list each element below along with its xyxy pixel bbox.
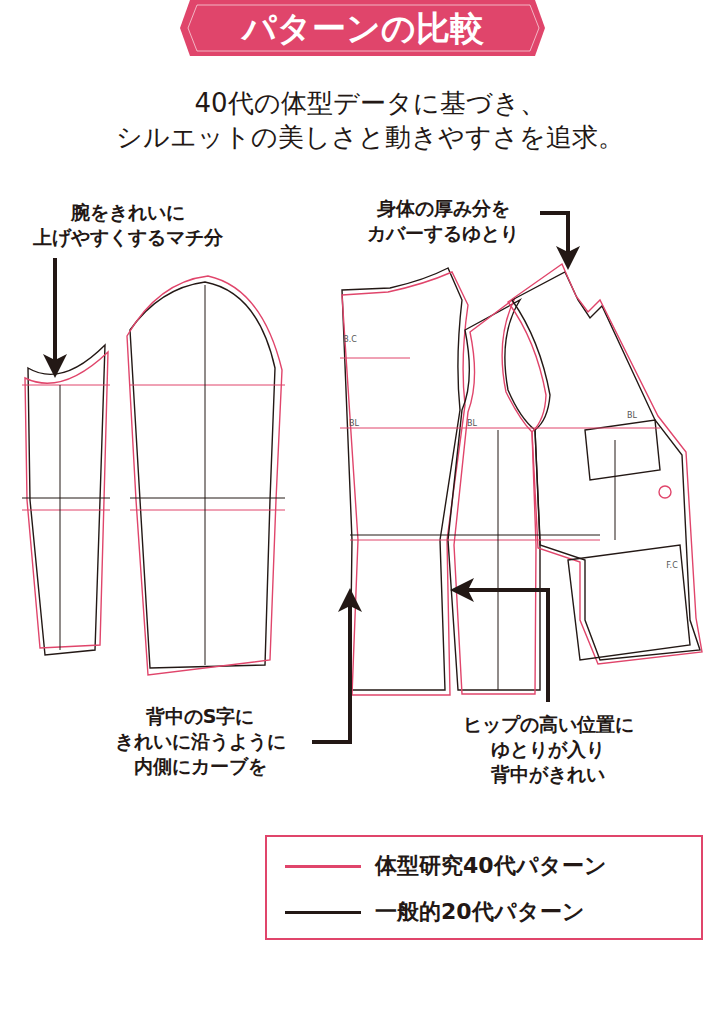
callout-text: 腕をきれいに 上げやすくするマチ分 — [21, 200, 236, 250]
title-banner — [180, 0, 545, 56]
pattern-mark: F.C — [659, 562, 685, 570]
title-text: パターンの比較 — [180, 4, 545, 52]
pattern-pieces — [22, 264, 702, 695]
callout-text: ヒップの高い位置に ゆとりが入り 背中がきれい — [448, 712, 648, 787]
pattern-mark: BL — [460, 420, 484, 428]
legend-box: 体型研究40代パターン一般的20代パターン — [265, 835, 703, 940]
legend-line-sample — [285, 911, 361, 914]
subtitle: 40代の体型データに基づき、 シルエットの美しさと動きやすさを追求。 — [60, 86, 680, 155]
legend-text: 体型研究40代パターン — [375, 851, 607, 881]
legend-line-sample — [285, 865, 361, 868]
pattern-mark: BL — [342, 420, 366, 428]
callout-arrows — [55, 213, 568, 742]
pattern-mark: B.C — [335, 336, 365, 344]
callout-text: 背中のS字に きれいに沿うように 内側にカーブを — [105, 704, 295, 779]
pattern-mark: BL — [620, 412, 644, 420]
legend-row: 一般的20代パターン — [285, 897, 585, 927]
callout-text: 身体の厚み分を カバーするゆとり — [353, 196, 533, 246]
legend-row: 体型研究40代パターン — [285, 851, 607, 881]
legend-text: 一般的20代パターン — [375, 897, 585, 927]
